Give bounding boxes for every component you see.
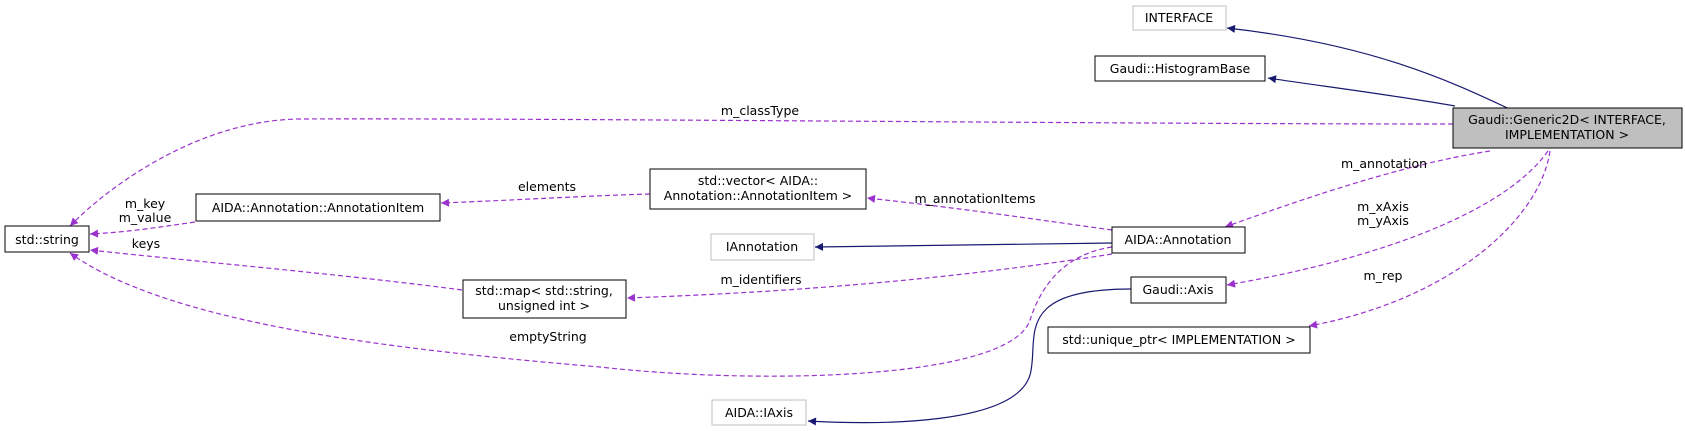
svg-text:AIDA::IAxis: AIDA::IAxis xyxy=(725,405,793,420)
edge-xaxis-yaxis xyxy=(1226,150,1549,288)
edge-rep xyxy=(1308,150,1551,329)
label-m-classtype: m_classType xyxy=(721,103,799,118)
node-histogram-base[interactable]: Gaudi::HistogramBase xyxy=(1094,55,1266,82)
svg-text:AIDA::Annotation::AnnotationIt: AIDA::Annotation::AnnotationItem xyxy=(212,200,424,215)
node-std-vector[interactable]: std::vector< AIDA:: Annotation::Annotati… xyxy=(649,168,867,210)
edge-key-value xyxy=(89,221,196,238)
label-elements: elements xyxy=(518,179,576,194)
node-std-map[interactable]: std::map< std::string, unsigned int > xyxy=(462,279,627,319)
svg-text:INTERFACE: INTERFACE xyxy=(1145,10,1213,25)
label-m-value: m_value xyxy=(119,210,172,225)
svg-text:AIDA::Annotation: AIDA::Annotation xyxy=(1125,232,1232,247)
edge-axis-to-iaxis xyxy=(807,288,1132,426)
label-m-annotationitems: m_annotationItems xyxy=(914,191,1035,206)
edge-generic2d-to-histogrambase xyxy=(1267,75,1456,107)
label-emptystring: emptyString xyxy=(509,329,586,344)
node-interface[interactable]: INTERFACE xyxy=(1132,5,1227,31)
svg-text:std::vector< AIDA::: std::vector< AIDA:: xyxy=(698,173,818,188)
edge-annotation-to-iannotation xyxy=(814,242,1113,251)
svg-text:IAnnotation: IAnnotation xyxy=(726,239,798,254)
node-aida-annotation[interactable]: AIDA::Annotation xyxy=(1111,226,1246,254)
label-m-rep: m_rep xyxy=(1364,268,1403,283)
svg-text:Gaudi::Generic2D< INTERFACE,: Gaudi::Generic2D< INTERFACE, xyxy=(1468,112,1666,127)
edge-identifiers xyxy=(626,253,1113,302)
label-m-key: m_key xyxy=(125,196,166,211)
label-m-xaxis: m_xAxis xyxy=(1357,199,1409,214)
node-iannotation[interactable]: IAnnotation xyxy=(710,233,815,261)
label-m-yaxis: m_yAxis xyxy=(1357,213,1409,228)
node-gaudi-axis[interactable]: Gaudi::Axis xyxy=(1130,276,1227,304)
node-annotation-item[interactable]: AIDA::Annotation::AnnotationItem xyxy=(195,193,441,222)
node-generic2d[interactable]: Gaudi::Generic2D< INTERFACE, IMPLEMENTAT… xyxy=(1452,107,1683,149)
svg-text:Annotation::AnnotationItem >: Annotation::AnnotationItem > xyxy=(664,188,852,203)
node-std-string[interactable]: std::string xyxy=(4,225,90,253)
edge-annotation xyxy=(1224,150,1491,229)
label-keys: keys xyxy=(132,236,160,251)
edge-generic2d-to-interface xyxy=(1226,24,1517,113)
svg-text:Gaudi::HistogramBase: Gaudi::HistogramBase xyxy=(1110,61,1251,76)
label-m-annotation: m_annotation xyxy=(1341,156,1427,171)
node-aida-iaxis[interactable]: AIDA::IAxis xyxy=(711,399,807,426)
svg-text:IMPLEMENTATION >: IMPLEMENTATION > xyxy=(1505,127,1629,142)
label-m-identifiers: m_identifiers xyxy=(720,272,801,287)
edge-elements xyxy=(440,193,651,207)
svg-text:Gaudi::Axis: Gaudi::Axis xyxy=(1142,282,1213,297)
svg-text:std::unique_ptr< IMPLEMENTATIO: std::unique_ptr< IMPLEMENTATION > xyxy=(1062,332,1295,347)
svg-text:std::string: std::string xyxy=(15,232,79,247)
edge-annotationitems xyxy=(866,194,1113,231)
node-unique-ptr[interactable]: std::unique_ptr< IMPLEMENTATION > xyxy=(1047,326,1311,354)
edge-keys xyxy=(89,246,463,291)
svg-text:std::map< std::string,: std::map< std::string, xyxy=(475,283,613,298)
svg-text:unsigned int >: unsigned int > xyxy=(498,298,590,313)
edge-classtype xyxy=(69,118,1454,227)
edge-emptystring xyxy=(69,246,1113,377)
